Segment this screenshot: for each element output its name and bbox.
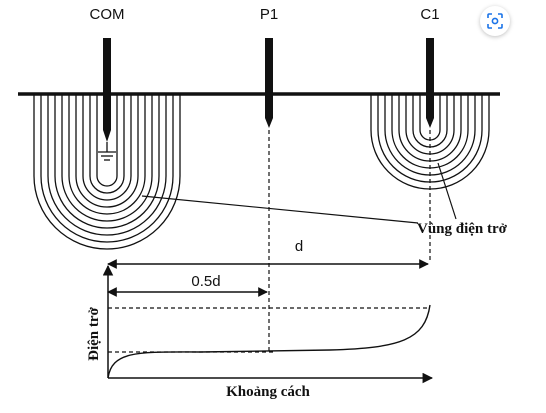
p1-label: P1 [260, 6, 278, 23]
resistance-contour [54, 94, 160, 229]
resistance-contour [33, 94, 181, 250]
distance-half-d-label: 0.5d [191, 273, 220, 290]
c1-label: C1 [420, 6, 439, 23]
c1-electrode [426, 38, 434, 128]
image-search-button[interactable] [480, 6, 510, 36]
ground-symbol-icon [98, 142, 116, 161]
zone-callout-line-com [141, 195, 419, 224]
zone-label: Vùng điện trở [417, 221, 508, 237]
image-search-icon [487, 13, 503, 29]
resistance-contour [96, 94, 118, 187]
resistance-contour [89, 94, 125, 194]
resistance-contour [75, 94, 139, 208]
resistance-contour [40, 94, 174, 243]
zone-callout-line-c1 [437, 162, 457, 220]
com-electrode [103, 38, 111, 142]
resistance-contour [82, 94, 132, 201]
x-axis-label: Khoảng cách [226, 384, 310, 400]
resistance-contour [68, 94, 146, 215]
p1-electrode [265, 38, 273, 128]
resistance-contour [61, 94, 153, 222]
resistance-curve [107, 304, 431, 379]
com-label: COM [90, 6, 125, 23]
distance-d-label: d [295, 238, 303, 255]
y-axis-label: Điện trở [86, 306, 102, 360]
